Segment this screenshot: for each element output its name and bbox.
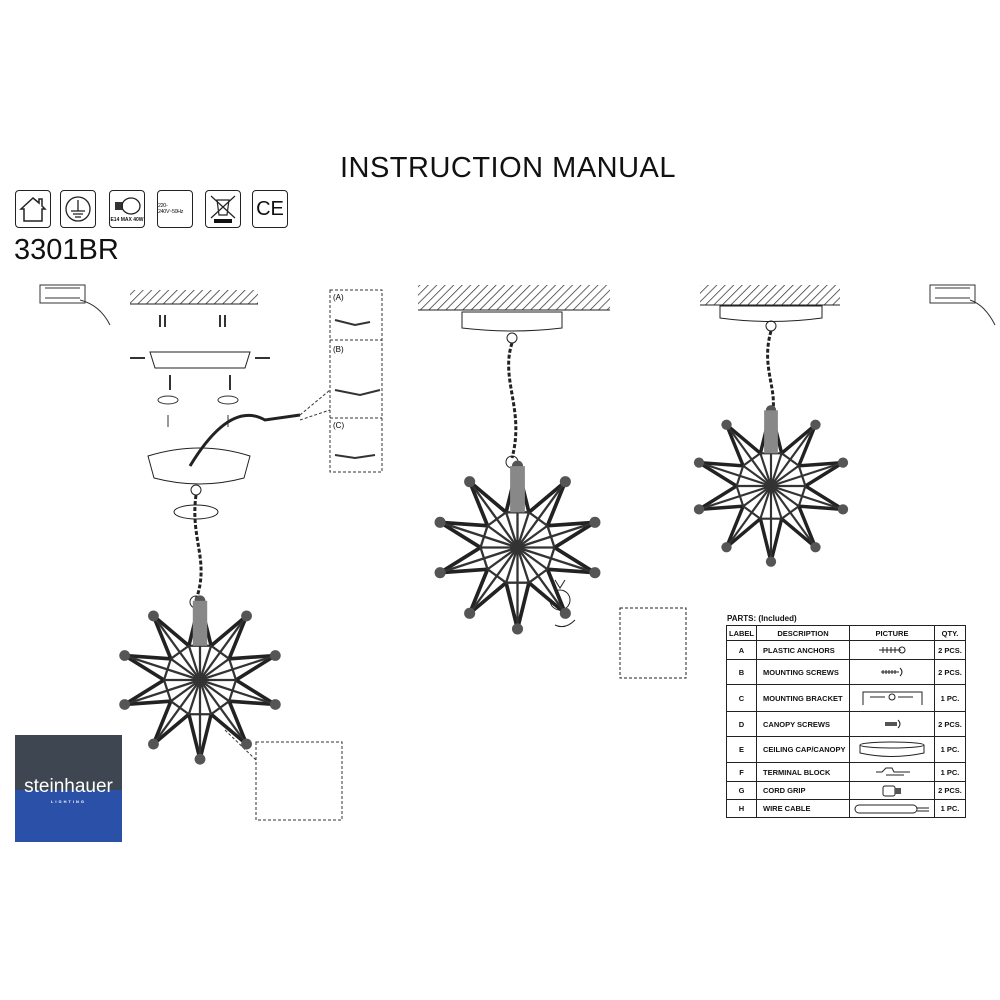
- part-description: MOUNTING BRACKET: [756, 684, 850, 712]
- part-label: E: [726, 736, 757, 763]
- part-qty: 1 PC.: [934, 799, 966, 818]
- ce-mark-icon: CE: [252, 190, 288, 228]
- model-number: 3301BR: [14, 234, 119, 266]
- wiring-step-c: (C): [333, 421, 344, 430]
- logo-sub: LIGHTING: [50, 799, 87, 804]
- bracket-icon: [849, 684, 935, 712]
- part-qty: 2 PCS.: [934, 640, 966, 660]
- star-pendant-3: [692, 403, 850, 569]
- part-qty: 1 PC.: [934, 762, 966, 782]
- hand-terminal-icon-right: [929, 284, 996, 326]
- step1-ceiling: [130, 290, 270, 427]
- screw-icon: [849, 659, 935, 685]
- part-label: H: [726, 799, 757, 818]
- header-picture: PICTURE: [849, 625, 935, 641]
- logo-name: steinhauer: [24, 776, 113, 797]
- canopy-icon: [849, 736, 935, 763]
- cord-grip-icon: [849, 781, 935, 800]
- bulb-icon: E14 MAX 40W: [109, 190, 145, 228]
- hand-terminal-icon-left: [39, 284, 111, 326]
- indoor-use-icon: [15, 190, 51, 228]
- part-qty: 2 PCS.: [934, 659, 966, 685]
- voltage-label: 220-240V~50Hz: [158, 203, 184, 215]
- part-label: G: [726, 781, 757, 800]
- part-label: B: [726, 659, 757, 685]
- page-title: INSTRUCTION MANUAL: [339, 152, 677, 184]
- part-label: A: [726, 640, 757, 660]
- part-description: TERMINAL BLOCK: [756, 762, 850, 782]
- part-qty: 1 PC.: [934, 684, 966, 712]
- part-label: C: [726, 684, 757, 712]
- anchor-icon: [849, 640, 935, 660]
- part-description: MOUNTING SCREWS: [756, 659, 850, 685]
- terminal-block-icon: [849, 762, 935, 782]
- detail-box: [255, 741, 343, 821]
- weee-bin-icon: [205, 190, 241, 228]
- header-qty: QTY.: [934, 625, 966, 641]
- part-qty: 2 PCS.: [934, 781, 966, 800]
- header-description: DESCRIPTION: [756, 625, 850, 641]
- bulb-label: E14 MAX 40W: [110, 217, 144, 223]
- ground-icon: [60, 190, 96, 228]
- wiring-step-a: (A): [333, 293, 344, 302]
- part-description: CANOPY SCREWS: [756, 711, 850, 737]
- canopy-screw-icon: [849, 711, 935, 737]
- part-label: D: [726, 711, 757, 737]
- part-label: F: [726, 762, 757, 782]
- header-label: LABEL: [726, 625, 757, 641]
- ce-label: CE: [256, 197, 284, 220]
- step3-ceiling: [700, 285, 840, 421]
- part-description: PLASTIC ANCHORS: [756, 640, 850, 660]
- part-qty: 1 PC.: [934, 736, 966, 763]
- wiring-step-b: (B): [333, 345, 344, 354]
- step1-canopy: [147, 413, 301, 609]
- star-pendant-1: [117, 593, 283, 767]
- brand-logo: steinhauer LIGHTING: [15, 735, 122, 842]
- part-qty: 2 PCS.: [934, 711, 966, 737]
- wiring-steps-box: (A) (B) (C): [299, 289, 383, 473]
- part-description: WIRE CABLE: [756, 799, 850, 818]
- part-description: CORD GRIP: [756, 781, 850, 800]
- wire-cable-icon: [849, 799, 935, 818]
- part-description: CEILING CAP/CANOPY: [756, 736, 850, 763]
- parts-caption: PARTS: (Included): [727, 614, 797, 623]
- step2-ceiling: [418, 285, 687, 679]
- voltage-icon: 220-240V~50Hz: [157, 190, 193, 228]
- star-pendant-2: [432, 458, 603, 637]
